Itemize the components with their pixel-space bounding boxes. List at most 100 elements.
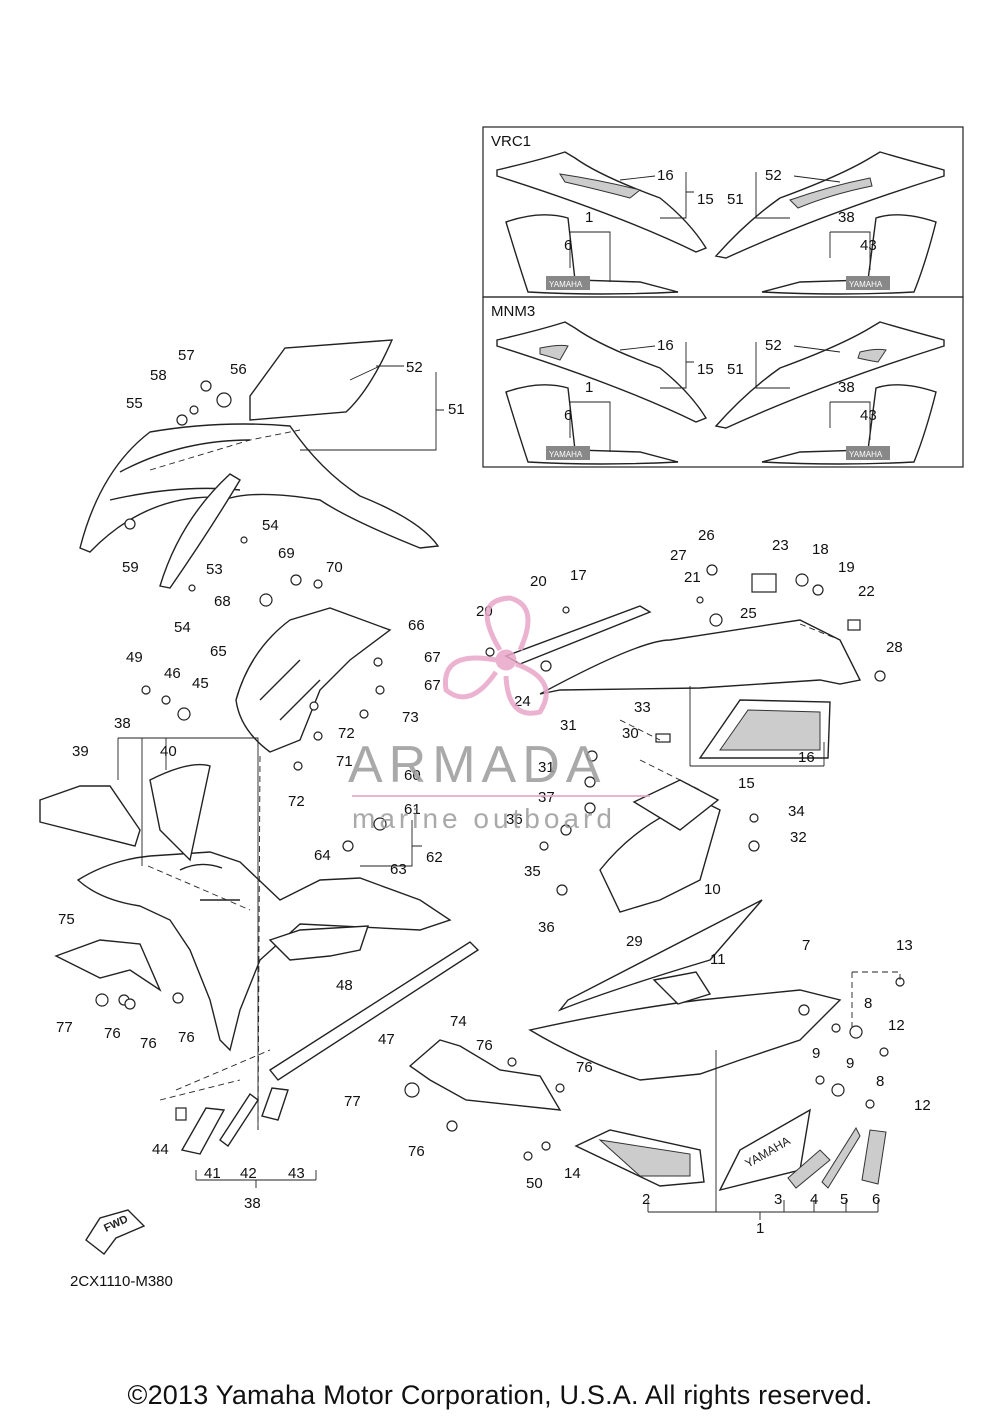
side-cowl-right	[504, 605, 862, 913]
callout-49: 49	[126, 649, 143, 666]
callout-67a: 67	[424, 649, 441, 666]
callout-64: 64	[314, 847, 331, 864]
callout-61: 61	[404, 801, 421, 818]
callout-8b: 8	[876, 1073, 884, 1090]
callout-37: 37	[538, 789, 555, 806]
callout-mnm3-16: 16	[657, 337, 674, 354]
callout-35: 35	[524, 863, 541, 880]
callout-76c: 76	[178, 1029, 195, 1046]
callout-74: 74	[450, 1013, 467, 1030]
propeller-logo	[442, 595, 549, 716]
callout-31a: 31	[560, 717, 577, 734]
callout-54a: 54	[262, 517, 279, 534]
side-cowl-left	[39, 763, 480, 1081]
callout-4: 4	[810, 1191, 818, 1208]
callout-7: 7	[802, 937, 810, 954]
callout-63: 63	[390, 861, 407, 878]
callout-59: 59	[122, 559, 139, 576]
callout-26: 26	[698, 527, 715, 544]
callout-vrc1-15: 15	[697, 191, 714, 208]
callout-mnm3-1: 1	[585, 379, 593, 396]
callout-77b: 77	[344, 1093, 361, 1110]
inset-mnm3-decal-left: YAMAHA	[549, 450, 583, 459]
callout-vrc1-16: 16	[657, 167, 674, 184]
callout-33: 33	[634, 699, 651, 716]
callout-50: 50	[526, 1175, 543, 1192]
callout-54b: 54	[174, 619, 191, 636]
callout-16: 16	[798, 749, 815, 766]
callout-58: 58	[150, 367, 167, 384]
callout-mnm3-51: 51	[727, 361, 744, 378]
callout-14: 14	[564, 1165, 581, 1182]
callout-67b: 67	[424, 677, 441, 694]
inset-label-vrc1: VRC1	[491, 133, 531, 150]
callout-2: 2	[642, 1191, 650, 1208]
callout-46: 46	[164, 665, 181, 682]
callout-31b: 31	[538, 759, 555, 776]
callout-vrc1-51: 51	[727, 191, 744, 208]
callout-47: 47	[378, 1031, 395, 1048]
callout-38b: 38	[244, 1195, 261, 1212]
callout-19: 19	[838, 559, 855, 576]
callout-vrc1-1: 1	[585, 209, 593, 226]
callout-60: 60	[404, 767, 421, 784]
callout-21: 21	[684, 569, 701, 586]
callout-69: 69	[278, 545, 295, 562]
callout-76b: 76	[140, 1035, 157, 1052]
callout-mnm3-52: 52	[765, 337, 782, 354]
callout-29: 29	[626, 933, 643, 950]
callout-vrc1-43: 43	[860, 237, 877, 254]
callout-41: 41	[204, 1165, 221, 1182]
callout-71: 71	[336, 753, 353, 770]
callout-8a: 8	[864, 995, 872, 1012]
callout-20a: 20	[530, 573, 547, 590]
callout-vrc1-38: 38	[838, 209, 855, 226]
lower-left-parts	[175, 1039, 562, 1155]
callout-57: 57	[178, 347, 195, 364]
watermark: ARMADA marine outboard	[348, 595, 650, 834]
callout-13: 13	[896, 937, 913, 954]
callout-45: 45	[192, 675, 209, 692]
inset-vrc1-decal-right: YAMAHA	[849, 280, 883, 289]
inset-box-mnm3: MNM3 YAMAHA YAMAHA	[482, 296, 964, 468]
callout-mnm3-15: 15	[697, 361, 714, 378]
callout-44: 44	[152, 1141, 169, 1158]
callout-28: 28	[886, 639, 903, 656]
inset-vrc1-decal-left: YAMAHA	[549, 280, 583, 289]
callout-51: 51	[448, 401, 465, 418]
hardware	[95, 380, 905, 1161]
callout-53: 53	[206, 561, 223, 578]
callout-25: 25	[740, 605, 757, 622]
lower-cowl-right: YAMAHA	[528, 899, 887, 1192]
callout-62: 62	[426, 849, 443, 866]
callout-68: 68	[214, 593, 231, 610]
inner-panel	[235, 607, 392, 753]
diagram-reference-code: 2CX1110-M380	[70, 1273, 173, 1290]
callout-38a: 38	[114, 715, 131, 732]
callout-76e: 76	[576, 1059, 593, 1076]
watermark-tagline: marine outboard	[352, 803, 616, 834]
callout-12b: 12	[914, 1097, 931, 1114]
callout-40: 40	[160, 743, 177, 760]
callout-77a: 77	[56, 1019, 73, 1036]
callout-39: 39	[72, 743, 89, 760]
callout-vrc1-6: 6	[564, 237, 572, 254]
callout-52: 52	[406, 359, 423, 376]
callout-3: 3	[774, 1191, 782, 1208]
callout-mnm3-38: 38	[838, 379, 855, 396]
callout-72a: 72	[338, 725, 355, 742]
leader-lines	[117, 365, 901, 1220]
callout-42: 42	[240, 1165, 257, 1182]
callout-76d: 76	[476, 1037, 493, 1054]
callout-30: 30	[622, 725, 639, 742]
callout-73: 73	[402, 709, 419, 726]
callout-76f: 76	[408, 1143, 425, 1160]
callout-22: 22	[858, 583, 875, 600]
callout-labels: 16 15 51 52 1 6 38 43 16 15 51 52 1 6 38…	[56, 167, 931, 1237]
callout-24: 24	[514, 693, 531, 710]
callout-1: 1	[756, 1220, 764, 1237]
callout-mnm3-43: 43	[860, 407, 877, 424]
callout-mnm3-6: 6	[564, 407, 572, 424]
callout-17: 17	[570, 567, 587, 584]
